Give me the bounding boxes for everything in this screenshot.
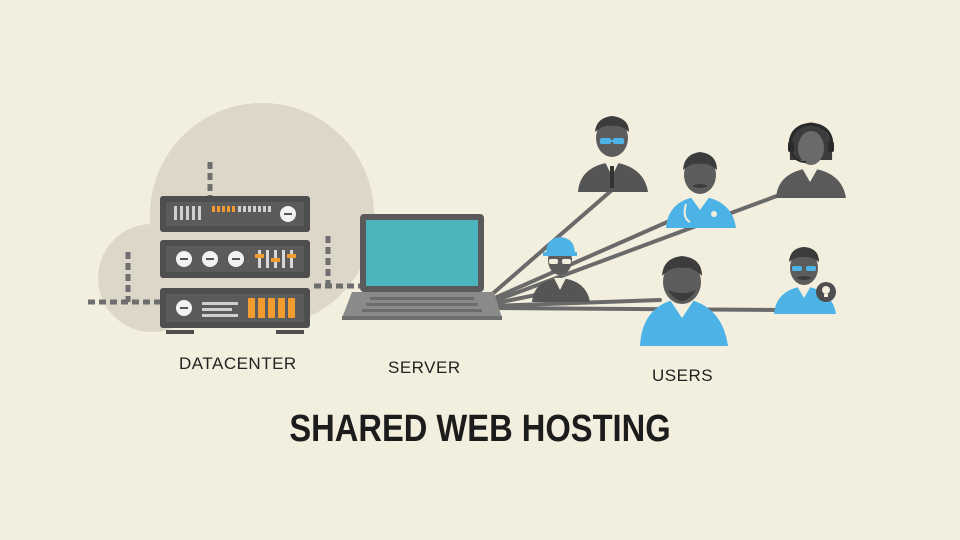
page-title: SHARED WEB HOSTING bbox=[289, 408, 671, 450]
user-icon bbox=[774, 247, 836, 314]
users-label: USERS bbox=[652, 366, 714, 385]
dashed-cables bbox=[88, 162, 360, 305]
user-icon bbox=[776, 122, 846, 198]
server-label: SERVER bbox=[388, 358, 461, 377]
user-icon bbox=[640, 256, 728, 346]
datacenter-label: DATACENTER bbox=[179, 354, 297, 373]
user-icon bbox=[666, 152, 736, 228]
user-icon bbox=[532, 237, 590, 302]
server-rack-icon bbox=[160, 196, 310, 334]
user-icon bbox=[578, 116, 648, 192]
lightbulb-icon bbox=[816, 282, 836, 302]
laptop-icon bbox=[342, 214, 502, 320]
connection-lines bbox=[488, 188, 784, 312]
